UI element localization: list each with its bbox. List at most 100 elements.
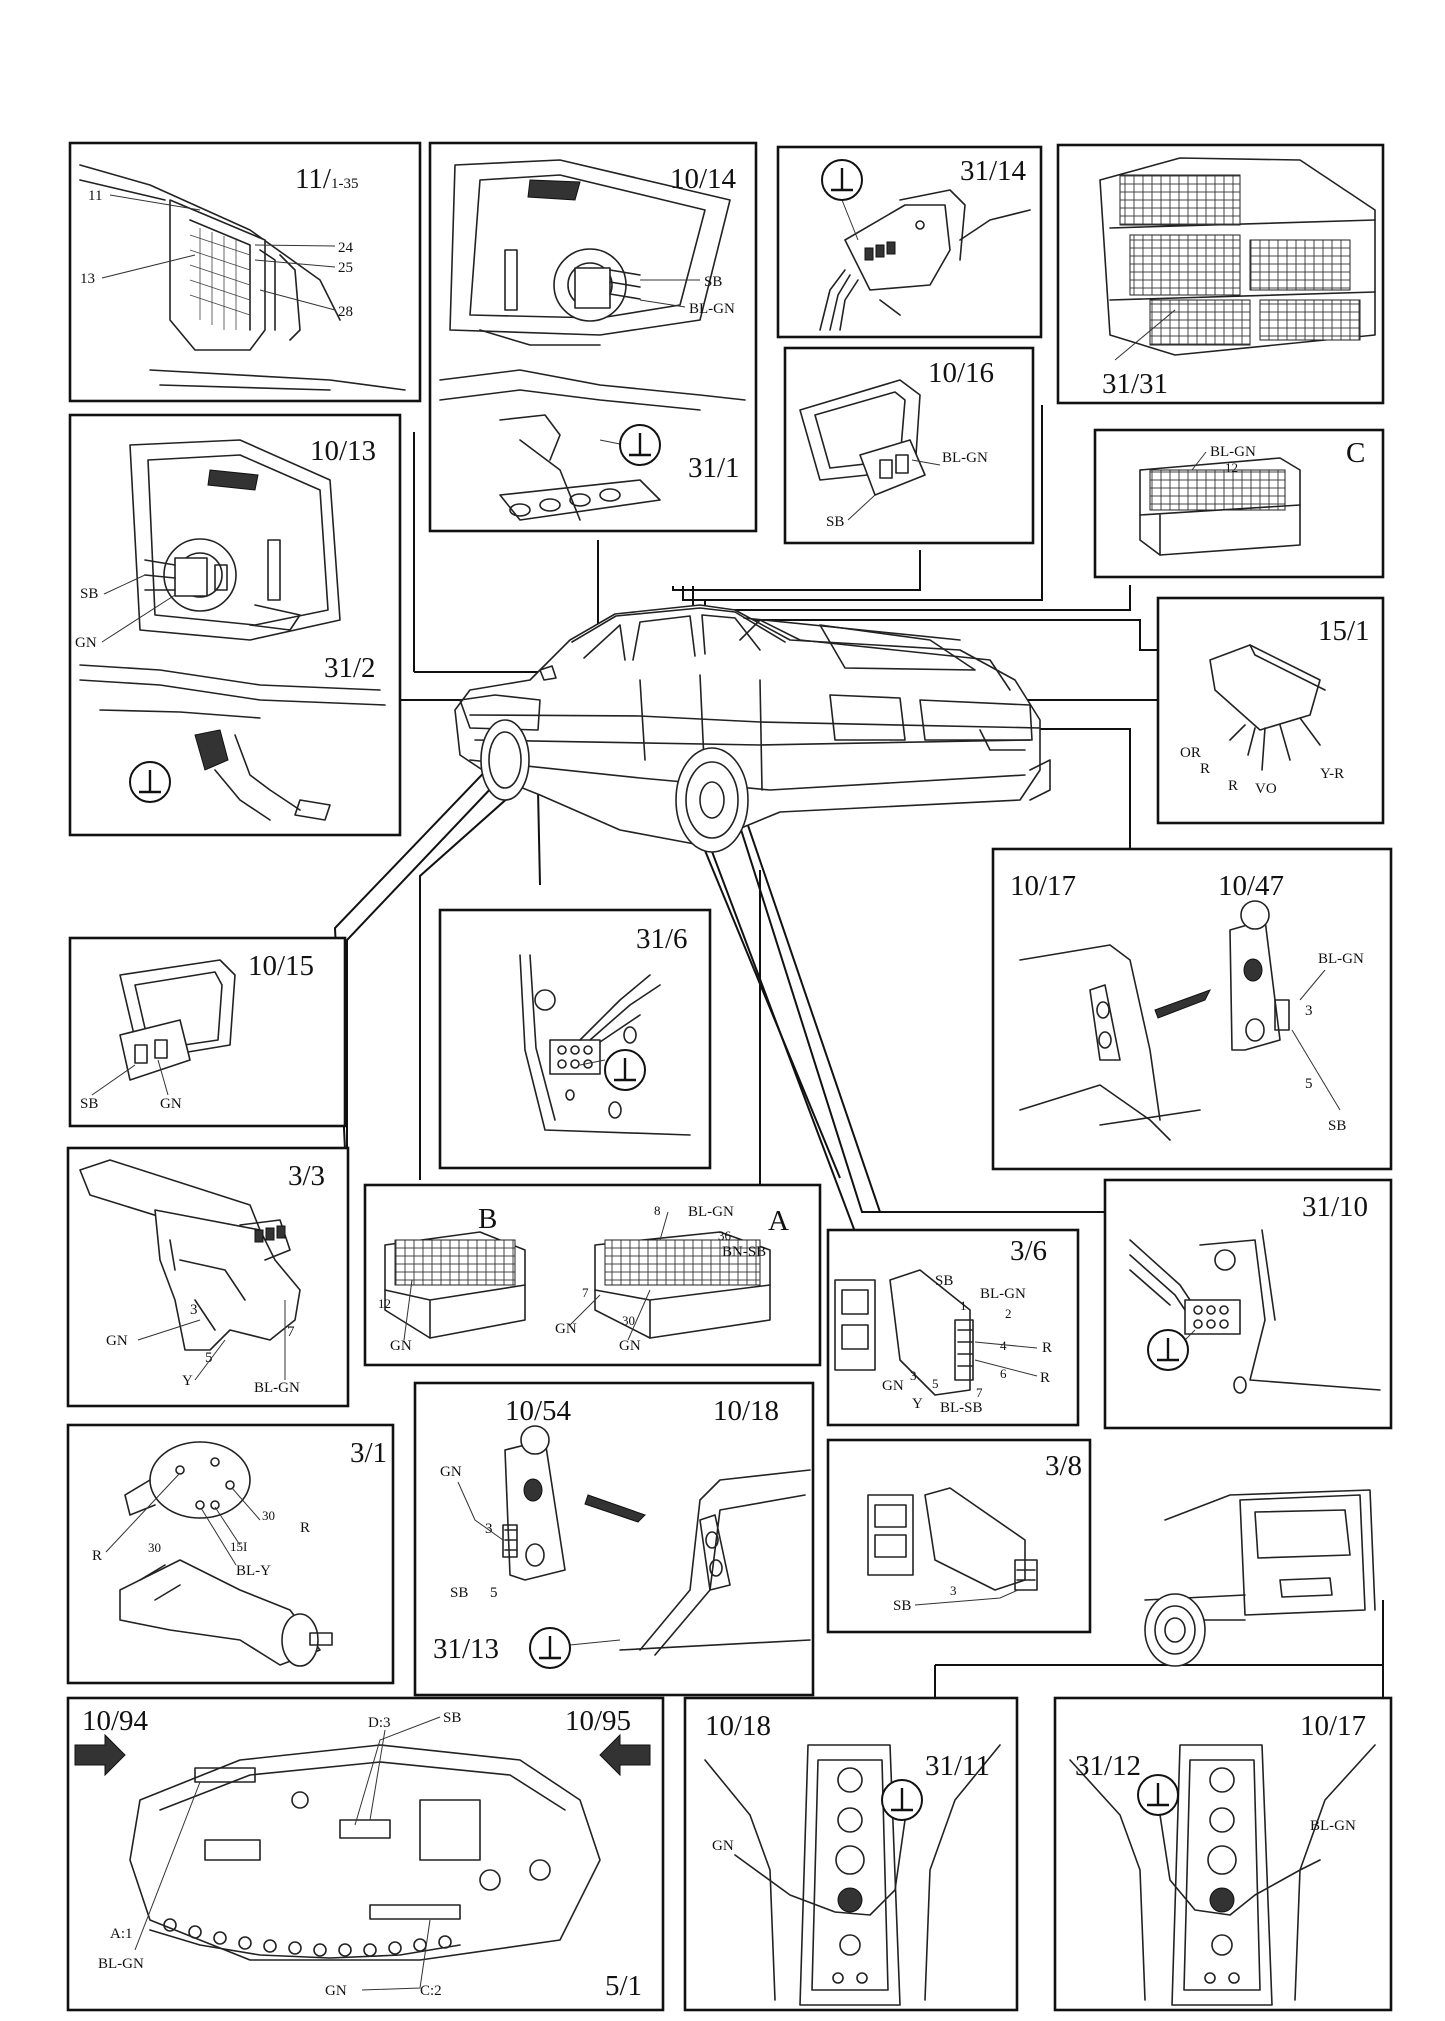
panel-3-3: 3/3 3 GN 5 Y 7 BL-GN xyxy=(66,1146,350,1408)
panel-c: C BL-GN 12 xyxy=(1093,428,1385,579)
label-5: 5 xyxy=(490,1585,498,1601)
label-gn: GN xyxy=(712,1838,734,1854)
panel-a-title: A xyxy=(768,1205,789,1237)
label-sb: SB xyxy=(450,1585,468,1601)
label-gn: GN xyxy=(75,635,97,651)
label-bn-sb: BN-SB xyxy=(722,1244,766,1260)
label-6: 6 xyxy=(1000,1366,1007,1381)
label-bl-gn: BL-GN xyxy=(254,1380,300,1396)
panel-3-1-title: 3/1 xyxy=(350,1437,387,1469)
panel-11-title: 11/ xyxy=(295,163,332,195)
label-r: R xyxy=(1040,1370,1050,1386)
panel-31-10-title: 31/10 xyxy=(1302,1191,1368,1223)
label-gn: GN xyxy=(440,1464,462,1480)
panel-31-12-title: 31/12 xyxy=(1075,1750,1141,1782)
label-2: 2 xyxy=(1005,1306,1012,1321)
panel-31-14: 31/14 xyxy=(776,145,1043,339)
label-gn: GN xyxy=(619,1338,641,1354)
panel-15-1-title: 15/1 xyxy=(1318,615,1370,647)
panel-31-2-title: 31/2 xyxy=(324,652,376,684)
label-gn: GN xyxy=(160,1096,182,1112)
label-11: 11 xyxy=(88,188,102,204)
panel-10-15-title: 10/15 xyxy=(248,950,314,982)
label-30: 30 xyxy=(262,1508,275,1523)
label-30: 30 xyxy=(148,1540,161,1555)
label-sb: SB xyxy=(704,274,722,290)
label-sb: SB xyxy=(893,1598,911,1614)
label-gn: GN xyxy=(882,1378,904,1394)
label-12: 12 xyxy=(1225,460,1238,475)
label-sb: SB xyxy=(1328,1118,1346,1134)
panel-10-16-title: 10/16 xyxy=(928,357,994,389)
label-r: R xyxy=(300,1520,310,1536)
label-r: R xyxy=(1042,1340,1052,1356)
label-5: 5 xyxy=(205,1350,213,1366)
label-r: R xyxy=(1228,778,1238,794)
label-sb: SB xyxy=(443,1710,461,1726)
label-or: OR xyxy=(1180,745,1201,761)
label-bl-gn: BL-GN xyxy=(942,450,988,466)
label-7: 7 xyxy=(287,1324,295,1340)
panel-10-95-title: 10/95 xyxy=(565,1705,631,1737)
ground-symbol-icon xyxy=(528,1626,572,1670)
label-28: 28 xyxy=(338,304,353,320)
label-30: 30 xyxy=(622,1313,635,1328)
panel-5-1: 10/94 10/95 5/1 D:3 SB A:1 BL-GN GN C:2 xyxy=(66,1696,665,2012)
ground-symbol-icon xyxy=(618,423,662,467)
panel-10-17-title: 10/17 xyxy=(1010,870,1076,902)
label-bl-gn: BL-GN xyxy=(1318,951,1364,967)
label-7: 7 xyxy=(582,1285,589,1300)
svg-text:11/1-35: 11/1-35 xyxy=(295,163,358,195)
panel-10-14-title: 10/14 xyxy=(670,163,737,195)
ground-symbol-icon xyxy=(1136,1773,1180,1817)
panel-5-1-title: 5/1 xyxy=(605,1970,642,2002)
label-bl-gn: BL-GN xyxy=(688,1204,734,1220)
label-36: 36 xyxy=(718,1228,732,1243)
panel-b-a: B A 12 GN 7 GN 30 GN 8 BL-GN 36 BN-SB xyxy=(363,1183,822,1367)
label-3: 3 xyxy=(190,1302,198,1318)
label-5: 5 xyxy=(932,1376,939,1391)
label-bl-gn: BL-GN xyxy=(1210,444,1256,460)
ground-symbol-icon xyxy=(603,1048,647,1092)
label-gn: GN xyxy=(390,1338,412,1354)
label-7: 7 xyxy=(976,1385,983,1400)
panel-31-31: 31/31 xyxy=(1056,143,1385,405)
label-y-r: Y-R xyxy=(1320,766,1344,782)
label-15i: 15I xyxy=(230,1539,247,1554)
panel-10-18-bottom-title: 10/18 xyxy=(705,1710,771,1742)
label-r: R xyxy=(92,1548,102,1564)
ground-symbol-icon xyxy=(880,1778,924,1822)
label-25: 25 xyxy=(338,260,353,276)
label-24: 24 xyxy=(338,240,354,256)
label-bl-sb: BL-SB xyxy=(940,1400,983,1416)
car-sedan-illustration xyxy=(454,604,1051,853)
label-12: 12 xyxy=(378,1296,391,1311)
panel-31-6: 31/6 xyxy=(438,908,712,1170)
panel-10-14: 10/14 31/1 SB BL-GN xyxy=(428,141,758,533)
connector-lines xyxy=(333,405,1384,1698)
label-sb: SB xyxy=(80,1096,98,1112)
label-gn: GN xyxy=(325,1983,347,1999)
label-1: 1 xyxy=(960,1298,967,1313)
panel-31-11-title: 31/11 xyxy=(925,1750,990,1782)
panel-31-13-title: 31/13 xyxy=(433,1633,499,1665)
panel-10-16: 10/16 BL-GN SB xyxy=(783,346,1035,545)
label-a1: A:1 xyxy=(110,1926,133,1942)
label-3: 3 xyxy=(485,1521,493,1537)
panel-3-6: 3/6 SB 1 BL-GN 2 4 R GN 3 5 Y 6 R 7 BL-S… xyxy=(826,1228,1080,1427)
panel-c-title: C xyxy=(1346,437,1365,469)
label-sb: SB xyxy=(935,1273,953,1289)
panel-10-47-title: 10/47 xyxy=(1218,870,1284,902)
label-y: Y xyxy=(912,1396,923,1412)
panel-10-17-bottom: 31/12 10/17 BL-GN xyxy=(1053,1696,1393,2012)
label-bl-gn: BL-GN xyxy=(98,1956,144,1972)
label-5: 5 xyxy=(1305,1076,1313,1092)
panel-10-18-title: 10/18 xyxy=(713,1395,779,1427)
panel-31-10: 31/10 xyxy=(1103,1178,1393,1430)
panel-10-54-title: 10/54 xyxy=(505,1395,572,1427)
label-sb: SB xyxy=(826,514,844,530)
panel-3-1: 3/1 30 R R 30 15I BL-Y xyxy=(66,1423,395,1685)
label-sb: SB xyxy=(80,586,98,602)
ground-symbol-icon xyxy=(1146,1328,1190,1372)
label-3: 3 xyxy=(950,1583,957,1598)
